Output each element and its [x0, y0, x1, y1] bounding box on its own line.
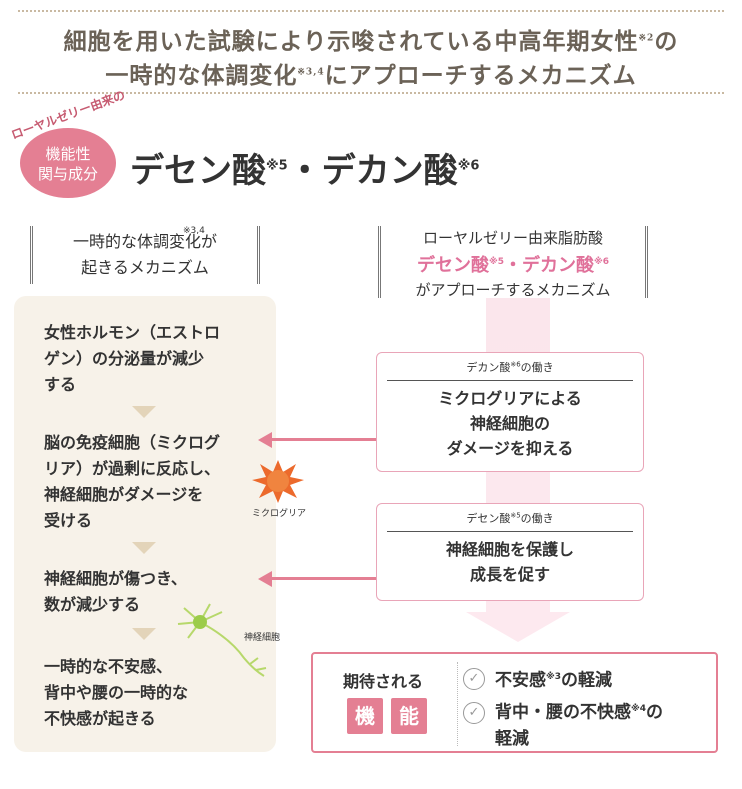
check-circle-icon: ✓ [463, 702, 485, 724]
down-arrow-2 [132, 542, 156, 554]
neuron-icon [177, 603, 267, 677]
function-tag-1: 機 [347, 698, 383, 734]
arrow-line-2 [270, 577, 376, 580]
step-3: 神経細胞が傷つき、数が減少する [44, 569, 187, 614]
page-header: 細胞を用いた試験により示唆されている中高年期女性※2の 一時的な体調変化※3,4… [0, 0, 742, 98]
right-header-line3: がアプローチするメカニズム [415, 281, 611, 299]
header-line1: 細胞を用いた試験により示唆されている中高年期女性※2の [63, 28, 679, 55]
arrow-head-2 [258, 571, 272, 587]
header-bottom-divider [18, 92, 724, 94]
left-header-line2: 起きるメカニズム [81, 258, 209, 277]
decanoic-acid-card: デカン酸※6の働き ミクログリアによる神経細胞のダメージを抑える [376, 352, 644, 472]
main-title: デセン酸※5・デカン酸※6 [130, 151, 480, 191]
down-arrow-1 [132, 406, 156, 418]
left-header-line1: 一時的な体調変化が [72, 232, 217, 251]
effect-item-1: 不安感※3の軽減 [495, 670, 613, 691]
microglia-label: ミクログリア [252, 509, 307, 519]
flow-arrow-down [466, 612, 570, 642]
expected-label: 期待される [343, 672, 424, 691]
badge-line2: 関与成分 [37, 165, 98, 183]
effect-divider [457, 662, 458, 746]
step-1: 女性ホルモン（エストロゲン）の分泌量が減少する [44, 323, 221, 394]
decanoic-card-body: ミクログリアによる神経細胞のダメージを抑える [438, 389, 582, 458]
expected-function-box: 期待される 機 能 ✓ 不安感※3の軽減 ✓ 背中・腰の不快感※4の 軽減 [311, 652, 718, 753]
effect-item-2: 背中・腰の不快感※4の 軽減 [495, 702, 664, 749]
decenoic-card-label: デセン酸※5の働き [387, 504, 633, 532]
function-tag-2: 能 [391, 698, 427, 734]
header-line2: 一時的な体調変化※3,4にアプローチするメカニズム [105, 62, 637, 89]
right-section-header: ローヤルゼリー由来脂肪酸 デセン酸※5・デカン酸※6 がアプローチするメカニズム [378, 226, 648, 299]
right-header-line1: ローヤルゼリー由来脂肪酸 [422, 229, 603, 247]
decenoic-card-body: 神経細胞を保護し成長を促す [445, 540, 574, 584]
check-circle-icon: ✓ [463, 668, 485, 690]
step-2: 脳の免疫細胞（ミクログリア）が過剰に反応し、神経細胞がダメージを受ける [44, 433, 221, 530]
arrow-head-1 [258, 432, 272, 448]
decanoic-card-label: デカン酸※6の働き [387, 353, 633, 381]
ingredient-badge: 機能性 関与成分 [20, 128, 116, 198]
left-section-header: ※3,4 一時的な体調変化が 起きるメカニズム [30, 226, 260, 284]
right-header-pink: デセン酸※5・デカン酸※6 [416, 255, 610, 276]
microglia-icon [252, 460, 304, 503]
step-4: 一時的な不安感、背中や腰の一時的な不快感が起きる [44, 657, 189, 728]
down-arrow-3 [132, 628, 156, 640]
left-header-sup: ※3,4 [183, 226, 205, 236]
mechanism-panel [14, 296, 276, 752]
decenoic-acid-card: デセン酸※5の働き 神経細胞を保護し成長を促す [376, 503, 644, 601]
header-top-divider [18, 10, 724, 12]
neuron-label: 神経細胞 [244, 633, 281, 643]
arrow-line-1 [270, 438, 376, 441]
badge-line1: 機能性 [45, 145, 91, 163]
